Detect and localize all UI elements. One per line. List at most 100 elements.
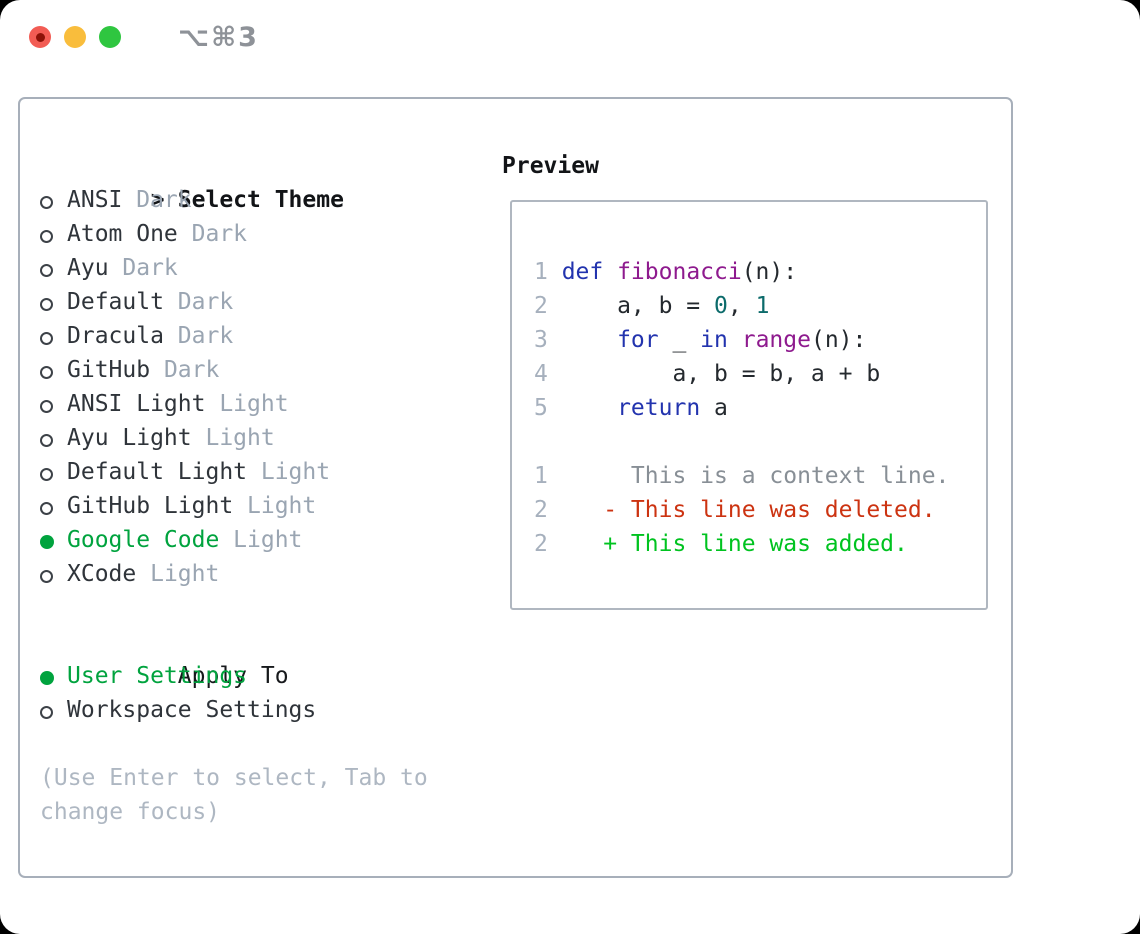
radio-unselected-icon bbox=[40, 217, 67, 251]
unsaved-dot-icon bbox=[35, 32, 45, 42]
option-variant-label: Light bbox=[219, 391, 289, 417]
apply-option-workspace-settings[interactable]: Workspace Settings bbox=[40, 693, 495, 727]
option-label: XCode bbox=[67, 561, 137, 587]
option-variant-label: Light bbox=[247, 493, 317, 519]
radio-circle bbox=[40, 468, 53, 481]
apply-to-title: Apply To bbox=[177, 663, 289, 689]
option-variant-label: Light bbox=[233, 527, 303, 553]
line-number: 2 bbox=[534, 293, 548, 319]
radio-circle bbox=[40, 502, 53, 515]
option-label: ANSI Light bbox=[67, 391, 206, 417]
code-line: 2 - This line was deleted. bbox=[534, 493, 986, 527]
titlebar: ⌥⌘3 bbox=[0, 0, 1140, 53]
theme-list-header: >Select Theme bbox=[40, 149, 495, 213]
radio-circle bbox=[40, 298, 53, 311]
radio-unselected-icon bbox=[40, 285, 67, 319]
code-segment-keyword: return bbox=[617, 395, 701, 421]
code-segment-deleted: - This line was deleted. bbox=[561, 497, 936, 523]
minimize-button[interactable] bbox=[64, 26, 86, 48]
code-line: 2 a, b = 0, 1 bbox=[534, 289, 986, 323]
close-button[interactable] bbox=[29, 26, 51, 48]
radio-circle bbox=[40, 570, 53, 583]
radio-unselected-icon bbox=[40, 387, 67, 421]
radio-unselected-icon bbox=[40, 319, 67, 353]
line-number: 1 bbox=[534, 259, 548, 285]
theme-option-ayu[interactable]: Ayu Dark bbox=[40, 251, 495, 285]
option-label: Google Code bbox=[67, 527, 220, 553]
radio-circle bbox=[40, 706, 53, 719]
code-segment-number: 1 bbox=[755, 293, 770, 319]
theme-option-dracula[interactable]: Dracula Dark bbox=[40, 319, 495, 353]
maximize-button[interactable] bbox=[99, 26, 121, 48]
code-segment-plain bbox=[728, 327, 742, 353]
code-segment-keyword: for bbox=[617, 327, 659, 353]
cursor-arrow-icon: > bbox=[150, 187, 165, 213]
option-label: ANSI bbox=[67, 187, 123, 213]
apply-option-user-settings[interactable]: User Settings bbox=[40, 659, 495, 693]
code-segment-plain: a, b = bbox=[561, 293, 715, 319]
code-segment-keyword: in bbox=[700, 327, 728, 353]
option-label: GitHub bbox=[67, 357, 151, 383]
code-segment-plain: a bbox=[700, 395, 728, 421]
code-line bbox=[534, 425, 986, 459]
radio-circle bbox=[40, 196, 53, 209]
radio-unselected-icon bbox=[40, 693, 67, 727]
preview-title: Preview bbox=[502, 153, 599, 179]
code-segment-context: This is a context line. bbox=[561, 463, 950, 489]
radio-circle bbox=[40, 230, 53, 243]
code-line: 4 a, b = b, a + b bbox=[534, 357, 986, 391]
line-number: 1 bbox=[534, 463, 548, 489]
spacer bbox=[40, 591, 495, 625]
option-label: Ayu bbox=[67, 255, 109, 281]
radio-circle bbox=[40, 434, 53, 447]
radio-selected-icon bbox=[40, 523, 67, 557]
theme-option-default-light[interactable]: Default Light Light bbox=[40, 455, 495, 489]
option-label: Default Light bbox=[67, 459, 248, 485]
radio-selected-icon bbox=[40, 659, 67, 693]
option-variant-label: Dark bbox=[122, 255, 178, 281]
code-segment-plain: (n): bbox=[810, 327, 867, 353]
radio-circle bbox=[40, 400, 53, 413]
radio-circle bbox=[40, 535, 54, 549]
apply-to-header: Apply To bbox=[40, 625, 495, 689]
radio-unselected-icon bbox=[40, 421, 67, 455]
code-segment-plain: _ bbox=[658, 327, 701, 353]
radio-circle bbox=[40, 366, 53, 379]
option-variant-label: Dark bbox=[177, 323, 234, 349]
code-segment-number: 0 bbox=[714, 293, 728, 319]
radio-unselected-icon bbox=[40, 455, 67, 489]
theme-option-ansi-light[interactable]: ANSI Light Light bbox=[40, 387, 495, 421]
option-variant-label: Light bbox=[205, 425, 275, 451]
option-label: Workspace Settings bbox=[67, 697, 317, 723]
option-label: Default bbox=[67, 289, 164, 315]
line-number: 3 bbox=[534, 327, 548, 353]
code-segment-plain: , bbox=[727, 293, 756, 319]
help-text: (Use Enter to select, Tab to change focu… bbox=[40, 765, 442, 825]
option-variant-label: Dark bbox=[191, 221, 248, 247]
option-label: User Settings bbox=[67, 663, 248, 689]
code-line: 5 return a bbox=[534, 391, 986, 425]
option-label: Dracula bbox=[67, 323, 164, 349]
code-segment-plain: a, b = b, a + b bbox=[561, 361, 881, 387]
option-variant-label: Light bbox=[260, 459, 331, 485]
code-line: 1 This is a context line. bbox=[534, 459, 986, 493]
radio-circle bbox=[40, 332, 53, 345]
theme-option-google-code[interactable]: Google Code Light bbox=[40, 523, 495, 557]
radio-circle bbox=[40, 671, 54, 685]
line-number: 2 bbox=[534, 531, 548, 557]
code-segment-plain bbox=[562, 327, 617, 353]
